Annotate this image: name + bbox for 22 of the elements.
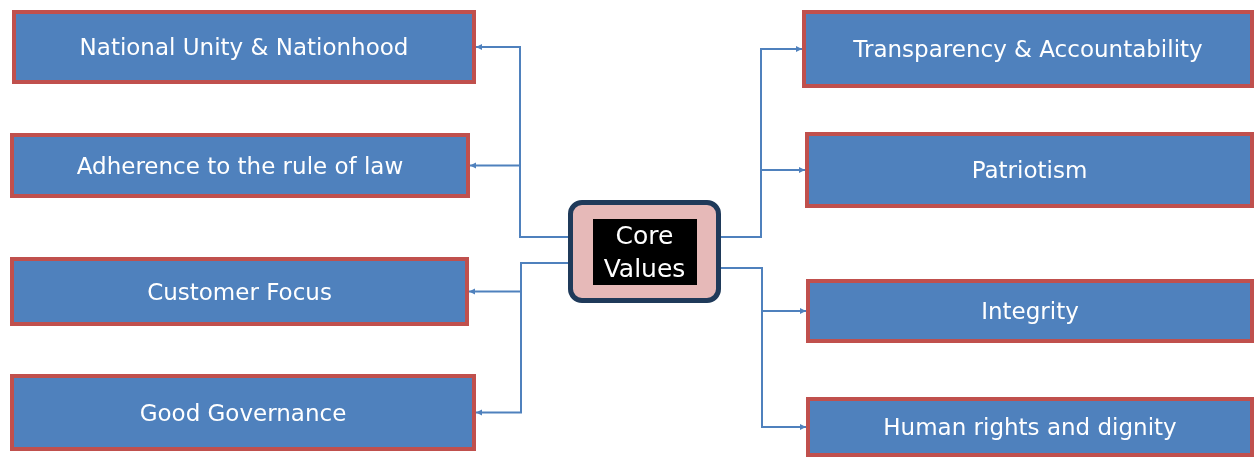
connector-arrow (720, 167, 806, 238)
connector-arrow (475, 262, 569, 416)
value-label: Good Governance (139, 399, 347, 426)
value-box (806, 397, 1254, 457)
value-label: Adherence to the rule of law (76, 152, 404, 179)
value-label: National Unity & Nationhood (79, 34, 409, 60)
value-box (10, 257, 469, 326)
value-label: Customer Focus (147, 278, 332, 305)
connector-arrow (720, 267, 807, 430)
value-box (10, 374, 476, 451)
value-label: Transparency & Accountability (853, 36, 1203, 62)
value-box (806, 279, 1254, 343)
central-rounded-box (568, 200, 721, 303)
value-box (805, 132, 1254, 208)
value-label: Integrity (981, 298, 1079, 324)
value-box (12, 10, 476, 84)
value-box (10, 133, 470, 198)
value-label: Patriotism (971, 157, 1088, 183)
value-box (802, 10, 1254, 88)
connector-arrow (469, 162, 569, 238)
central-label: Core Values (592, 218, 697, 285)
value-label: Human rights and dignity (883, 414, 1177, 440)
